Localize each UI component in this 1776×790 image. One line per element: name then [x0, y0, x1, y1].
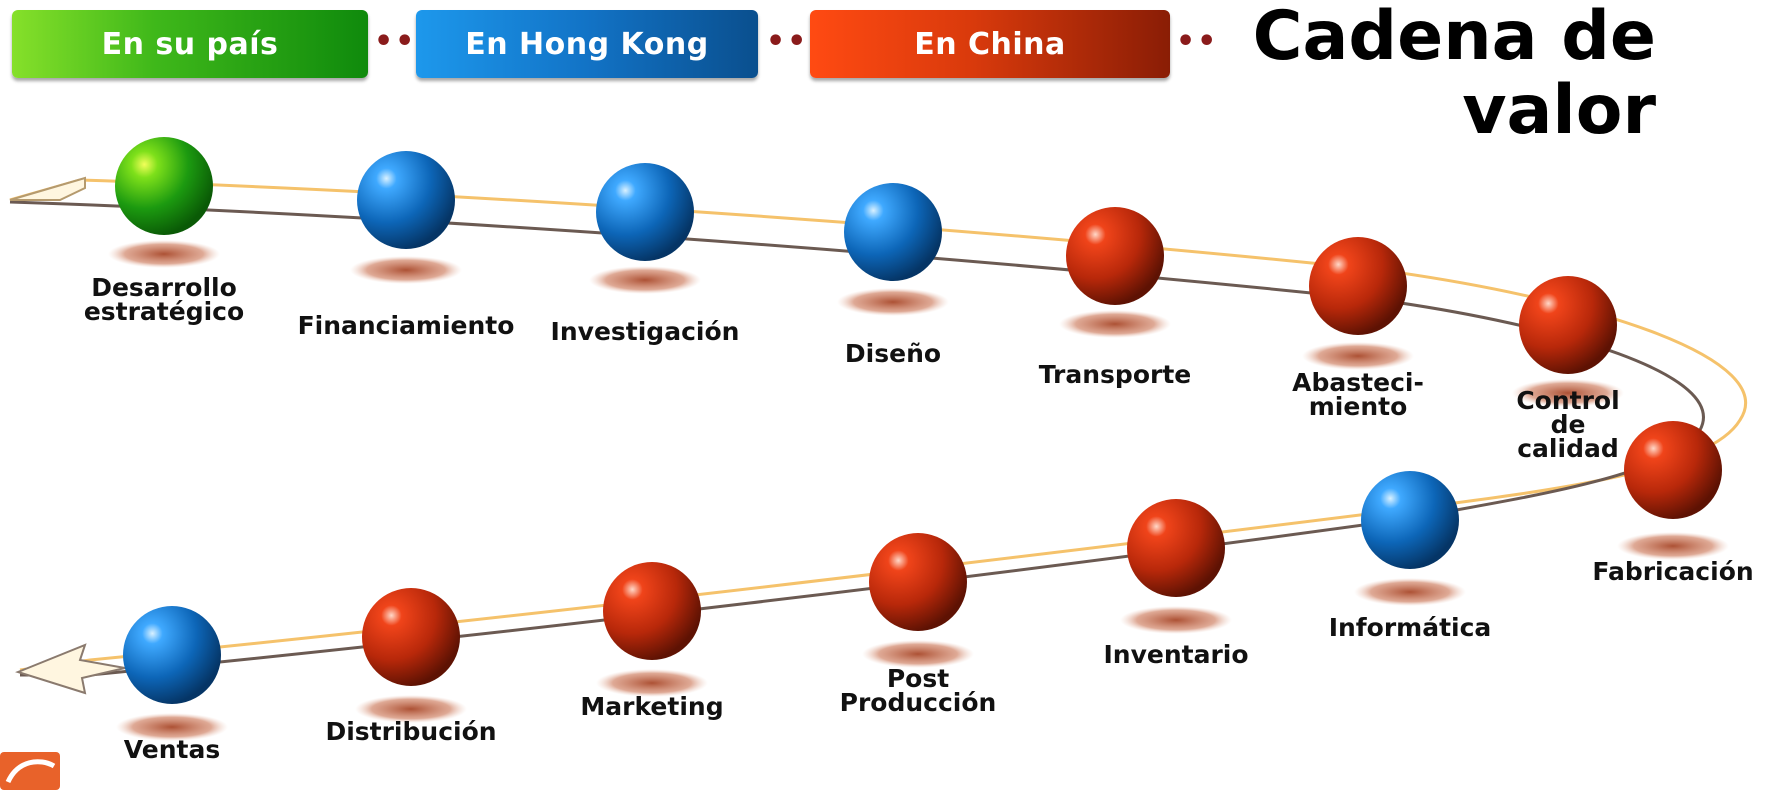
node-sphere-blue [596, 163, 694, 261]
node-label: Marketing [580, 692, 724, 721]
node-sphere-red [869, 533, 967, 631]
node-label-line: Post [886, 664, 950, 693]
node-label-line: Diseño [844, 339, 942, 368]
node-label: Investigación [550, 317, 740, 346]
title-line-2: valor [1462, 71, 1656, 150]
node-label: Distribución [325, 717, 497, 746]
node-label-line: calidad [1517, 434, 1619, 463]
node-sphere-blue [1361, 471, 1459, 569]
node-label-line: Abasteci- [1292, 368, 1424, 397]
node-label-line: Fabricación [1592, 557, 1754, 586]
node-shadow [1120, 606, 1232, 634]
node-label: Diseño [844, 339, 942, 368]
legend-separator: •• [766, 24, 809, 59]
node-sphere-red [1624, 421, 1722, 519]
node-shadow [1302, 342, 1414, 370]
node-sphere-blue [123, 606, 221, 704]
node-shadow [837, 288, 949, 316]
node-label-line: Transporte [1038, 360, 1192, 389]
node-shadow [1059, 310, 1171, 338]
brand-logo-icon [0, 752, 60, 790]
node-sphere-red [362, 588, 460, 686]
node-label-line: Control [1516, 386, 1620, 415]
title-line-1: Cadena de [1252, 0, 1656, 76]
page-title: Cadena de valor [1253, 0, 1656, 148]
node-shadow [589, 266, 701, 294]
node-sphere-red [1127, 499, 1225, 597]
node-shadow [350, 256, 462, 284]
node-shadow [1354, 578, 1466, 606]
legend-separator: •• [1176, 24, 1219, 59]
node-shadow [116, 713, 228, 741]
node-label-line: miento [1308, 392, 1408, 421]
node-label: Fabricación [1592, 557, 1754, 586]
node-label-line: Ventas [123, 735, 221, 764]
legend-en-china: En China [810, 10, 1170, 78]
node-label-line: Investigación [550, 317, 740, 346]
node-label: Abasteci-miento [1292, 368, 1424, 421]
node-label-line: Financiamiento [297, 311, 515, 340]
node-label: Transporte [1038, 360, 1192, 389]
node-shadow [1617, 532, 1729, 560]
node-shadow [1512, 379, 1624, 407]
arrow-end-icon [15, 643, 126, 695]
node-sphere-red [603, 562, 701, 660]
node-label-line: Producción [839, 688, 997, 717]
legend-en-hong-kong: En Hong Kong [416, 10, 758, 78]
node-shadow [108, 240, 220, 268]
node-label-line: Desarrollo [91, 273, 237, 302]
node-label-line: estratégico [83, 297, 245, 326]
node-label: Financiamiento [297, 311, 515, 340]
arrow-start-icon [9, 176, 86, 201]
node-sphere-green [115, 137, 213, 235]
node-shadow [862, 640, 974, 668]
node-label-line: de [1550, 410, 1586, 439]
node-shadow [355, 695, 467, 723]
node-label-line: Distribución [325, 717, 497, 746]
legend-en-su-pais: En su país [12, 10, 368, 78]
node-label-line: Marketing [580, 692, 724, 721]
path-upper-dark [9, 200, 1705, 677]
node-label: Ventas [123, 735, 221, 764]
node-sphere-blue [357, 151, 455, 249]
node-sphere-red [1309, 237, 1407, 335]
node-label-line: Inventario [1103, 640, 1249, 669]
node-sphere-blue [844, 183, 942, 281]
node-sphere-red [1066, 207, 1164, 305]
node-label: Inventario [1103, 640, 1249, 669]
legend-separator: •• [374, 24, 417, 59]
node-label: Informática [1328, 613, 1492, 642]
node-sphere-red [1519, 276, 1617, 374]
node-shadow [596, 669, 708, 697]
node-label-line: Informática [1328, 613, 1492, 642]
